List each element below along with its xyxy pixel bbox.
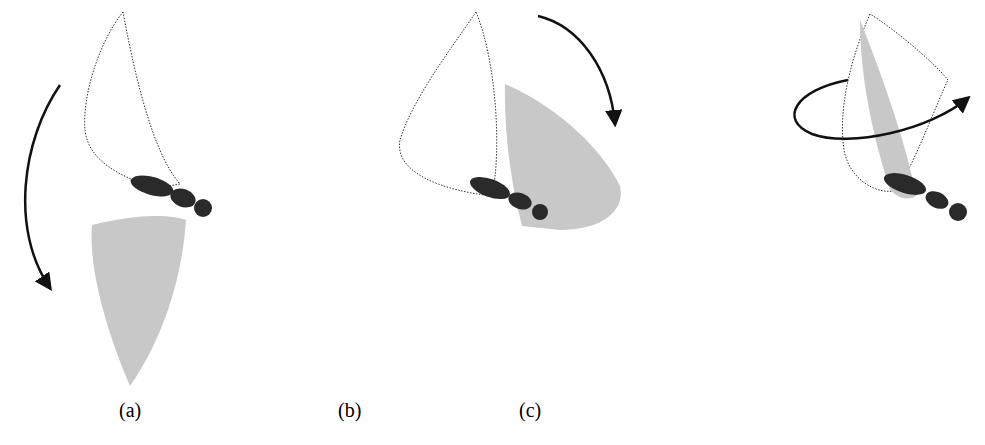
panel-label: (c) [519, 400, 541, 420]
motion-arrow [538, 16, 615, 124]
wing-shape [92, 216, 186, 386]
panel-label: (a) [119, 400, 141, 420]
wing-shape [505, 84, 621, 230]
previous-wing-outline [399, 12, 496, 196]
motion-arrow [794, 80, 968, 139]
wing-shape [860, 20, 916, 198]
panel-label: (b) [338, 400, 361, 420]
insect-body [128, 172, 212, 217]
insect-body [881, 169, 967, 221]
previous-wing-outline [85, 12, 180, 188]
insect-body [467, 172, 548, 220]
motion-arrow [25, 85, 60, 288]
